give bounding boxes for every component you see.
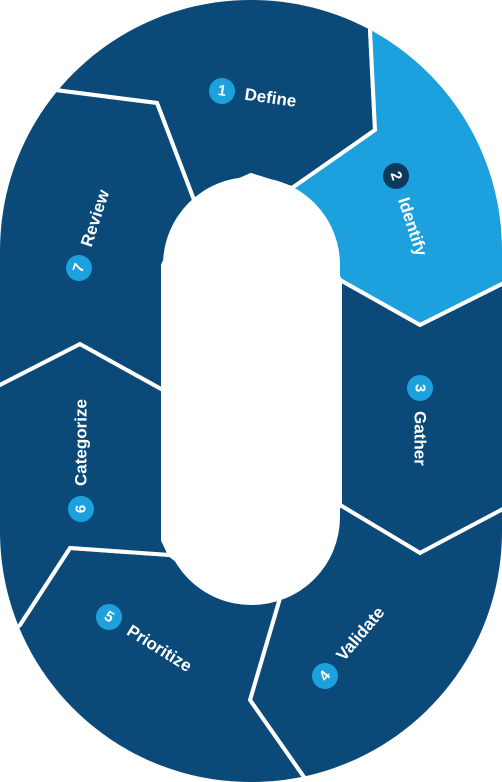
step-number-badge — [383, 163, 409, 189]
step-number-badge — [312, 663, 338, 689]
step-define: 1 Define — [209, 78, 298, 111]
step-number: 6 — [73, 505, 90, 513]
step-number-badge — [96, 604, 122, 630]
step-categorize: 6 Categorize — [68, 399, 94, 522]
step-gather: 3 Gather — [407, 375, 433, 466]
step-label: Categorize — [72, 399, 91, 486]
step-number-badge — [209, 78, 235, 104]
step-label: Gather — [411, 411, 430, 466]
center-hole — [163, 177, 340, 605]
step-number-badge — [66, 255, 92, 281]
step-number: 1 — [217, 82, 228, 100]
step-number-badge — [68, 496, 94, 522]
step-number-badge — [407, 375, 433, 401]
step-number: 3 — [412, 384, 429, 392]
